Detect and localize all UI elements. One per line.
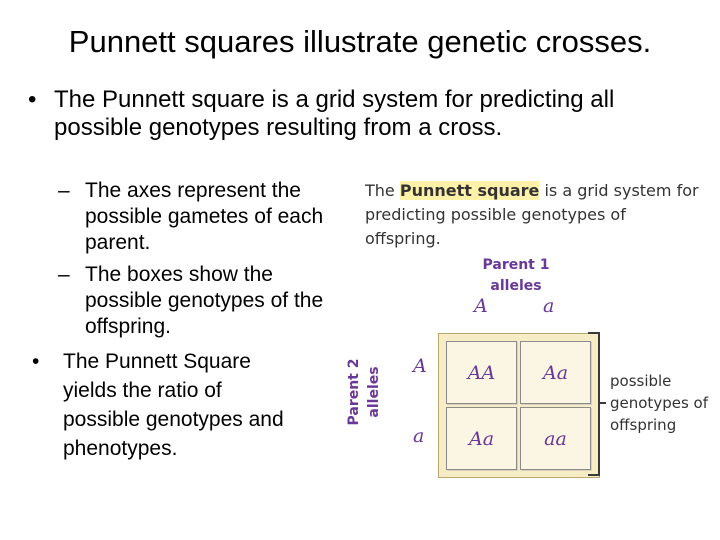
caption-highlight: Punnett square <box>399 181 540 200</box>
sub-bullet-2: – The boxes show the possible genotypes … <box>58 262 328 340</box>
bullet-text: The Punnett square is a grid system for … <box>54 86 615 141</box>
parent2-label: Parent 2 alleles <box>346 358 382 426</box>
slide-title: Punnett squares illustrate genetic cross… <box>68 24 652 59</box>
punnett-grid: AA Aa Aa aa <box>438 333 600 478</box>
figure-caption: The Punnett square is a grid system for … <box>365 179 705 251</box>
sub-bullet-marker: – <box>58 263 70 286</box>
caption-start: The <box>365 181 400 200</box>
grid-cell-Aa-bottom: Aa <box>446 407 517 470</box>
bullet-marker: • <box>28 86 37 113</box>
offspring-bracket-tick <box>600 402 606 404</box>
parent2-allele-A: A <box>413 355 427 377</box>
parent1-allele-A: A <box>474 295 488 317</box>
sub-bullet-text: The axes represent the possible gametes … <box>85 179 324 254</box>
grid-cell-aa: aa <box>520 407 591 470</box>
bullet-1: • The Punnett square is a grid system fo… <box>28 86 668 142</box>
sub-bullet-text: The boxes show the possible genotypes of… <box>85 263 324 338</box>
offspring-bracket <box>588 332 600 476</box>
parent1-allele-a: a <box>543 295 555 317</box>
caption-end: is a grid system for predicting possible… <box>365 181 699 248</box>
bullet-marker: • <box>32 350 40 373</box>
grid-cell-AA: AA <box>446 341 517 404</box>
bullet-2: • The Punnett Square yields the ratio of… <box>32 347 302 463</box>
parent2-allele-a: a <box>413 425 425 447</box>
punnett-square-figure: The Punnett square is a grid system for … <box>346 177 710 480</box>
offspring-label: possible genotypes of offspring <box>610 372 708 434</box>
sub-bullet-marker: – <box>58 179 70 202</box>
grid-cell-Aa-top: Aa <box>520 341 591 404</box>
bullet-text: The Punnett Square yields the ratio of p… <box>63 350 284 460</box>
parent1-label: Parent 1 alleles <box>482 257 550 294</box>
sub-bullet-1: – The axes represent the possible gamete… <box>58 178 328 256</box>
